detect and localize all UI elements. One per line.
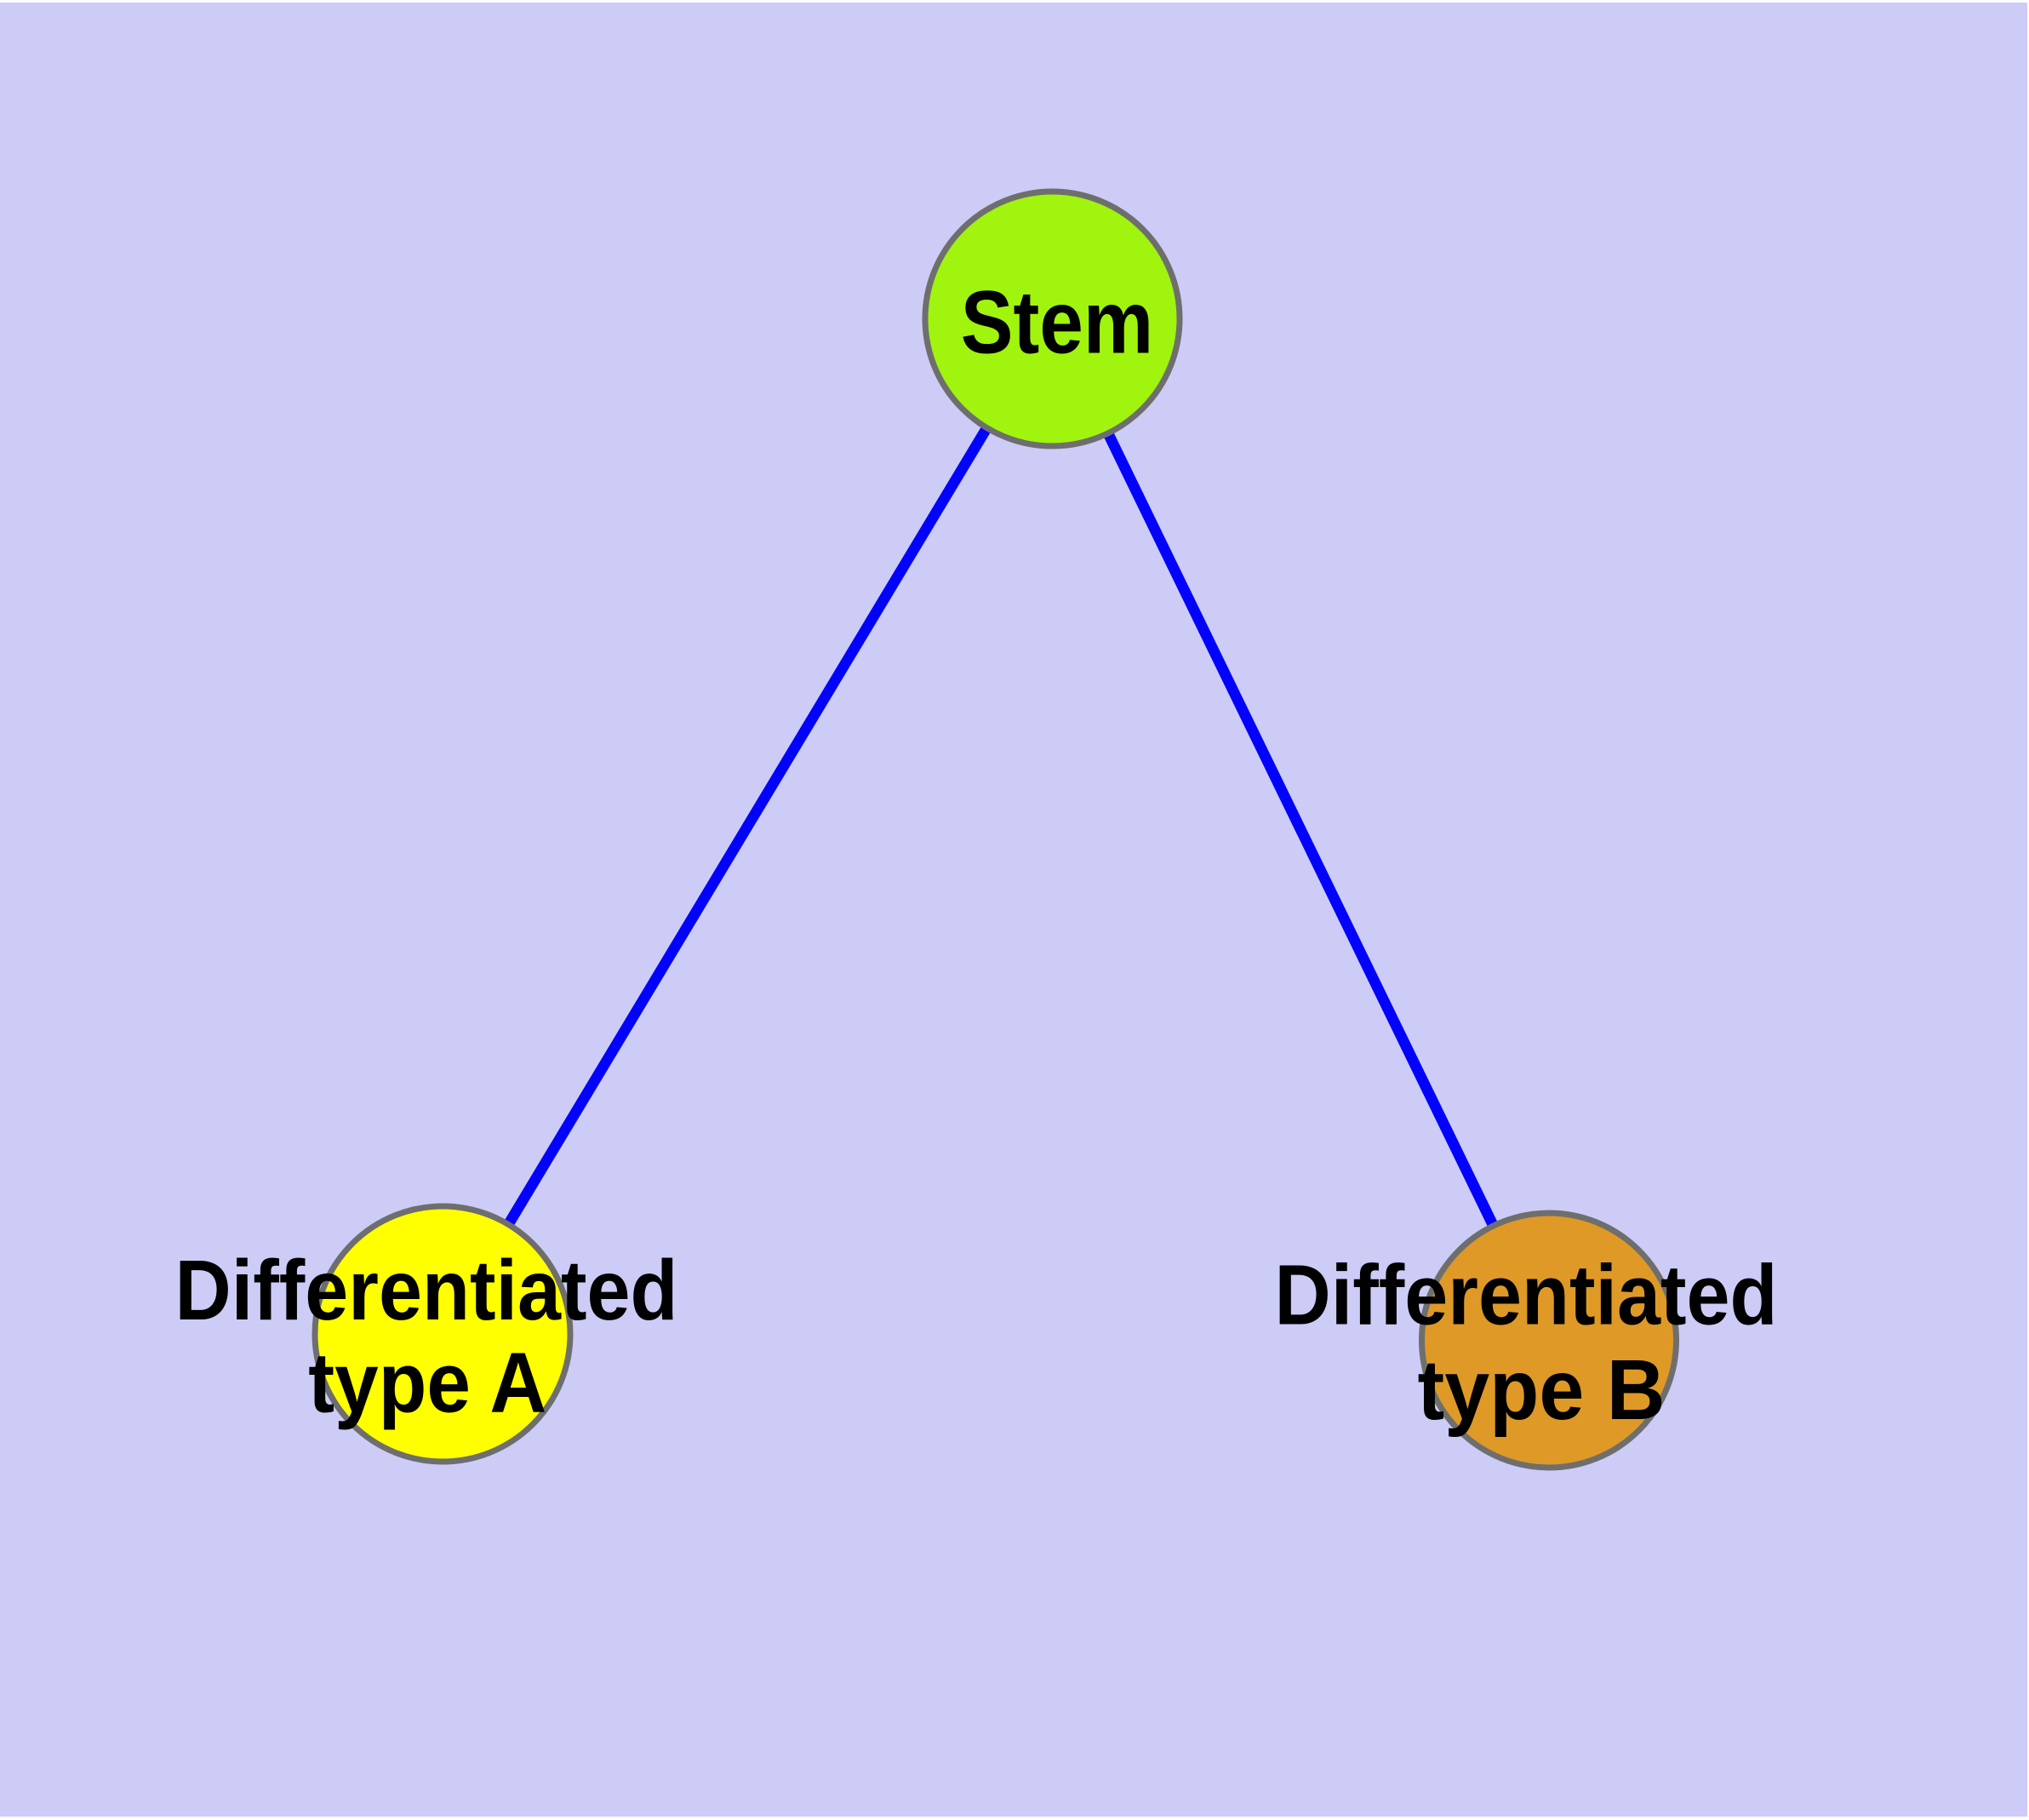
svg-text:type A: type A [308, 1335, 546, 1430]
svg-text:Stem: Stem [961, 272, 1153, 372]
svg-text:Differentiated: Differentiated [175, 1243, 678, 1338]
svg-text:type B: type B [1418, 1342, 1666, 1438]
svg-text:Differentiated: Differentiated [1275, 1248, 1778, 1343]
